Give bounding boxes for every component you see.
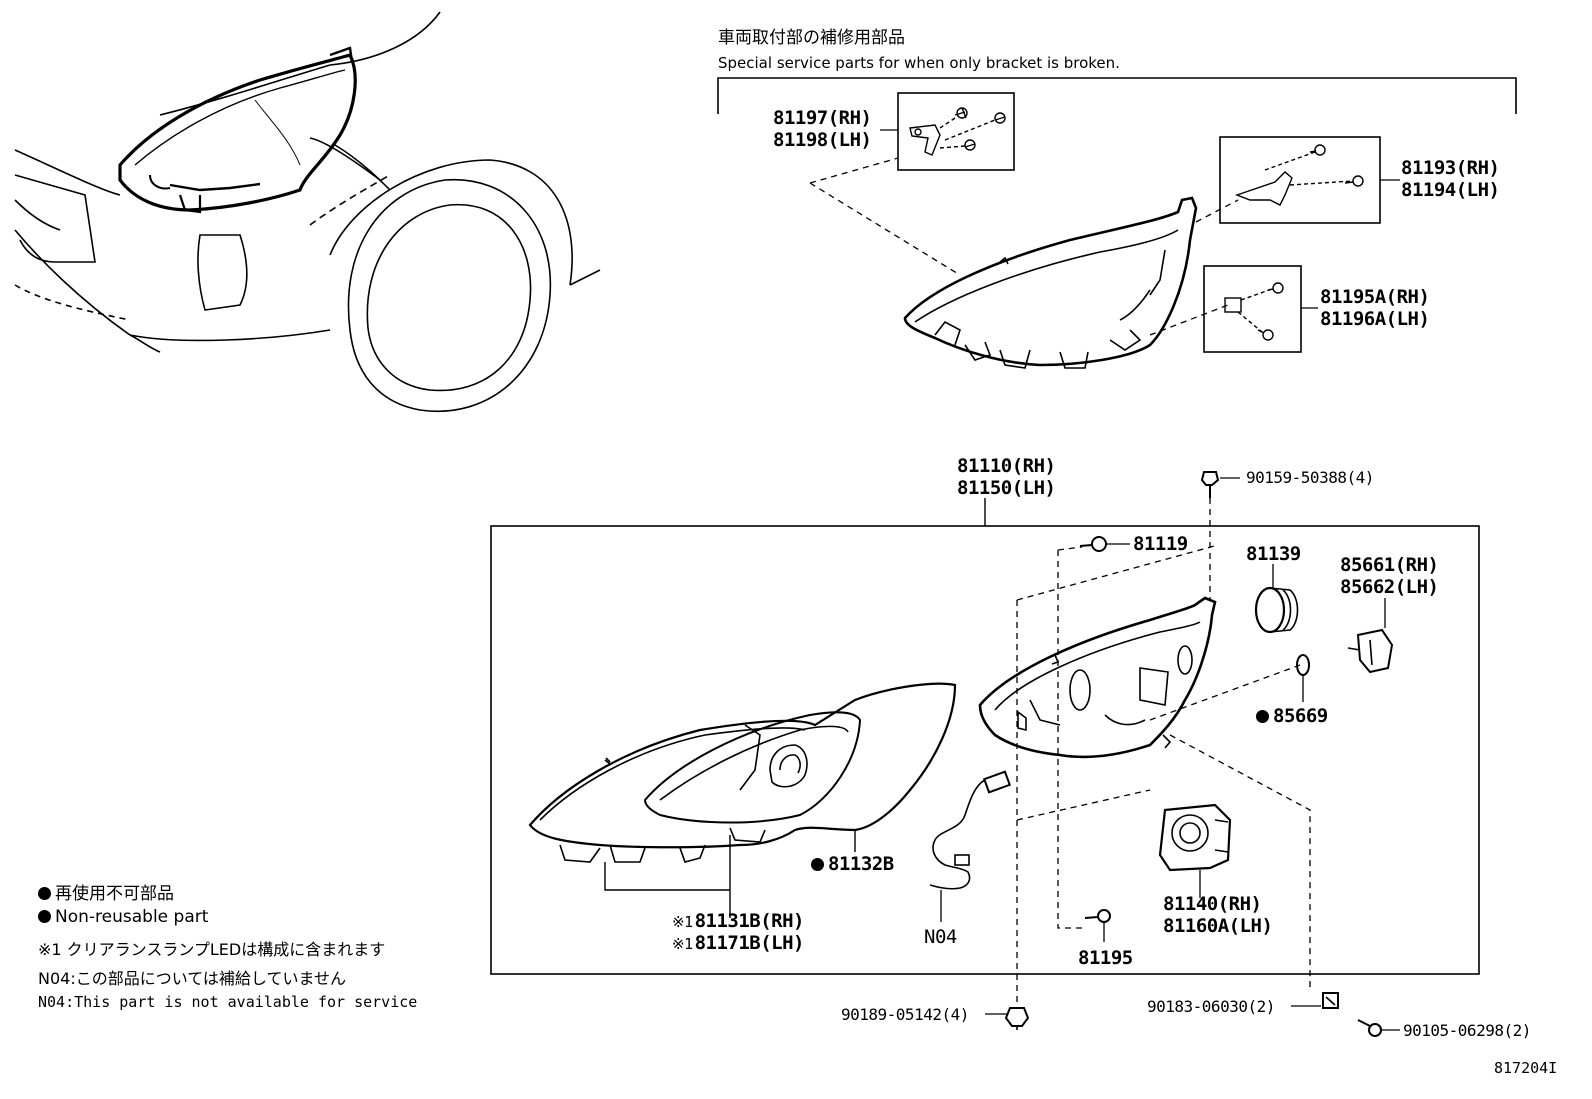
label-81131b-rh-text: 81131B(RH)	[694, 910, 805, 932]
clip-90189	[1004, 1007, 1030, 1030]
service-parts-title-jp: 車両取付部の補修用部品	[718, 28, 905, 48]
upper-leader-lines	[809, 157, 1239, 336]
label-81196a-lh: 81196A(LH)	[1320, 308, 1430, 330]
vehicle-front-illustration	[14, 11, 601, 413]
label-90159-50388: 90159-50388(4)	[1246, 468, 1374, 487]
assembly-leader-lines	[1016, 498, 1311, 1005]
legend-nonreusable-jp: 再使用不可部品	[38, 884, 174, 904]
label-81150-lh: 81150(LH)	[957, 477, 1056, 499]
nonreusable-dot-icon	[38, 910, 51, 923]
nonreusable-dot-icon	[38, 887, 51, 900]
label-81193-rh: 81193(RH)	[1401, 157, 1500, 179]
screw-90105	[1357, 1019, 1382, 1037]
bracket-81197-parts	[909, 107, 1006, 156]
bracket-box-81195a	[1203, 265, 1302, 353]
service-parts-title-en: Special service parts for when only brac…	[718, 54, 1120, 72]
label-81132b-text: 81132B	[828, 853, 894, 875]
label-90189-05142: 90189-05142(4)	[841, 1005, 969, 1024]
lens-illustration	[528, 682, 957, 863]
legend-nonreusable-jp-text: 再使用不可部品	[55, 884, 174, 904]
label-85669-text: 85669	[1273, 705, 1328, 727]
nonreusable-dot-icon	[1256, 710, 1269, 723]
label-81160a-lh: 81160A(LH)	[1163, 915, 1273, 937]
legend-note1: ※1 クリアランスランプLEDは構成に含まれます	[38, 940, 386, 959]
lens-note-mark: ※1	[672, 913, 693, 931]
bracket-box-81193	[1219, 136, 1381, 224]
label-81194-lh: 81194(LH)	[1401, 179, 1500, 201]
label-n04: N04	[924, 926, 957, 948]
label-85669: 85669	[1256, 705, 1328, 727]
clip-90183	[1322, 992, 1339, 1009]
label-90105-06298: 90105-06298(2)	[1403, 1021, 1531, 1040]
bracket-81195a-parts	[1224, 282, 1284, 341]
screw-90159	[1200, 471, 1220, 498]
housing-main-illustration	[978, 596, 1217, 759]
label-81110-rh: 81110(RH)	[957, 455, 1056, 477]
label-81197-rh: 81197(RH)	[773, 107, 872, 129]
label-81195a-rh: 81195A(RH)	[1320, 286, 1430, 308]
label-81119: 81119	[1133, 533, 1188, 555]
label-81140-rh: 81140(RH)	[1163, 893, 1262, 915]
legend-note2-en: N04:This part is not available for servi…	[38, 993, 418, 1011]
figure-id: 817204I	[1494, 1059, 1558, 1077]
label-90183-06030: 90183-06030(2)	[1147, 997, 1275, 1016]
leader-81131b	[604, 835, 731, 918]
label-81132b: 81132B	[811, 853, 894, 875]
legend-nonreusable-en: Non-reusable part	[38, 907, 208, 927]
label-85661-rh: 85661(RH)	[1340, 554, 1439, 576]
ring-81139	[1254, 586, 1299, 634]
lens-note-mark: ※1	[672, 935, 693, 953]
legend-note2-jp: N04:この部品については補給していません	[38, 969, 346, 988]
label-85662-lh: 85662(LH)	[1340, 576, 1439, 598]
label-81139: 81139	[1246, 543, 1301, 565]
socket-85661	[1347, 628, 1394, 674]
label-81171b-lh-text: 81171B(LH)	[694, 932, 805, 954]
projector-81140	[1158, 803, 1232, 872]
screw-81195	[1084, 909, 1111, 923]
legend-nonreusable-en-text: Non-reusable part	[55, 907, 209, 927]
bracket-81193-parts	[1234, 144, 1364, 206]
housing-upper-illustration	[903, 196, 1198, 369]
label-81198-lh: 81198(LH)	[773, 129, 872, 151]
wire-n04	[929, 770, 1012, 890]
screw-81119	[1079, 536, 1107, 552]
bracket-box-81197	[897, 92, 1015, 171]
nonreusable-dot-icon	[811, 858, 824, 871]
label-81195: 81195	[1078, 947, 1133, 969]
service-parts-bracket-line	[717, 77, 1517, 114]
